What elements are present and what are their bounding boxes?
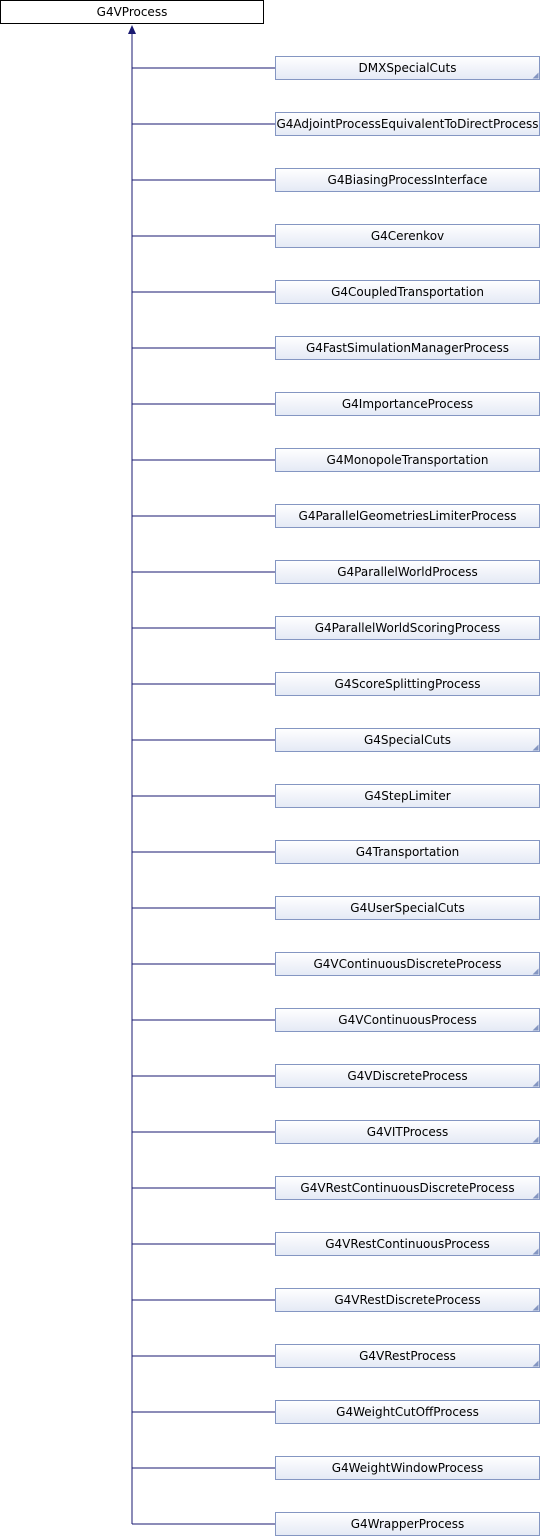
- more-subclasses-corner-icon: [532, 744, 539, 751]
- derived-class-node[interactable]: G4ParallelWorldProcess: [275, 560, 540, 584]
- derived-class-node[interactable]: G4WeightWindowProcess: [275, 1456, 540, 1480]
- derived-class-node[interactable]: G4VRestProcess: [275, 1344, 540, 1368]
- base-class-box: [0, 0, 264, 24]
- derived-class-label: G4VContinuousProcess: [338, 1013, 476, 1027]
- derived-class-label: G4VRestContinuousDiscreteProcess: [300, 1181, 514, 1195]
- more-subclasses-corner-icon: [532, 1192, 539, 1199]
- inheritance-arrowhead: [128, 25, 136, 34]
- derived-class-node[interactable]: G4VDiscreteProcess: [275, 1064, 540, 1088]
- derived-class-node[interactable]: G4VContinuousDiscreteProcess: [275, 952, 540, 976]
- derived-class-node[interactable]: G4UserSpecialCuts: [275, 896, 540, 920]
- derived-class-node[interactable]: G4StepLimiter: [275, 784, 540, 808]
- derived-class-node[interactable]: G4VRestDiscreteProcess: [275, 1288, 540, 1312]
- more-subclasses-corner-icon: [532, 1080, 539, 1087]
- derived-class-node[interactable]: DMXSpecialCuts: [275, 56, 540, 80]
- derived-class-label: G4VDiscreteProcess: [347, 1069, 467, 1083]
- derived-class-label: G4BiasingProcessInterface: [328, 173, 488, 187]
- derived-class-label: G4VRestContinuousProcess: [325, 1237, 490, 1251]
- derived-class-label: G4ImportanceProcess: [342, 397, 473, 411]
- derived-class-label: G4MonopoleTransportation: [327, 453, 489, 467]
- derived-class-label: G4VITProcess: [367, 1125, 449, 1139]
- more-subclasses-corner-icon: [532, 968, 539, 975]
- derived-class-node[interactable]: G4VContinuousProcess: [275, 1008, 540, 1032]
- derived-class-node[interactable]: G4VRestContinuousDiscreteProcess: [275, 1176, 540, 1200]
- derived-class-node[interactable]: G4WrapperProcess: [275, 1512, 540, 1536]
- more-subclasses-corner-icon: [532, 1248, 539, 1255]
- derived-class-node[interactable]: G4AdjointProcessEquivalentToDirectProces…: [275, 112, 540, 136]
- derived-class-label: G4UserSpecialCuts: [350, 901, 464, 915]
- derived-class-node[interactable]: G4VRestContinuousProcess: [275, 1232, 540, 1256]
- derived-class-node[interactable]: G4CoupledTransportation: [275, 280, 540, 304]
- base-class-label: G4VProcess: [97, 5, 168, 19]
- derived-class-label: G4WeightCutOffProcess: [336, 1405, 479, 1419]
- derived-class-node[interactable]: G4Cerenkov: [275, 224, 540, 248]
- derived-class-node[interactable]: G4MonopoleTransportation: [275, 448, 540, 472]
- derived-class-node[interactable]: G4Transportation: [275, 840, 540, 864]
- more-subclasses-corner-icon: [532, 1360, 539, 1367]
- derived-class-node[interactable]: G4VITProcess: [275, 1120, 540, 1144]
- derived-class-node[interactable]: G4FastSimulationManagerProcess: [275, 336, 540, 360]
- derived-class-label: G4StepLimiter: [364, 789, 450, 803]
- derived-class-label: G4Transportation: [356, 845, 460, 859]
- derived-class-label: G4VContinuousDiscreteProcess: [313, 957, 501, 971]
- derived-class-label: DMXSpecialCuts: [359, 61, 457, 75]
- derived-class-node[interactable]: G4ParallelGeometriesLimiterProcess: [275, 504, 540, 528]
- derived-class-label: G4ParallelWorldScoringProcess: [315, 621, 501, 635]
- derived-class-label: G4WrapperProcess: [351, 1517, 465, 1531]
- inheritance-edges: [128, 25, 276, 1525]
- derived-class-label: G4ParallelWorldProcess: [337, 565, 478, 579]
- derived-class-node[interactable]: G4ParallelWorldScoringProcess: [275, 616, 540, 640]
- derived-class-node[interactable]: G4ImportanceProcess: [275, 392, 540, 416]
- derived-class-label: G4VRestDiscreteProcess: [334, 1293, 480, 1307]
- base-class-node[interactable]: G4VProcess: [0, 0, 264, 24]
- derived-class-label: G4Cerenkov: [371, 229, 444, 243]
- derived-class-label: G4WeightWindowProcess: [332, 1461, 484, 1475]
- derived-class-nodes: DMXSpecialCutsG4AdjointProcessEquivalent…: [275, 56, 540, 1536]
- derived-class-label: G4ScoreSplittingProcess: [335, 677, 481, 691]
- derived-class-label: G4SpecialCuts: [364, 733, 451, 747]
- derived-class-node[interactable]: G4SpecialCuts: [275, 728, 540, 752]
- derived-class-label: G4AdjointProcessEquivalentToDirectProces…: [276, 117, 538, 131]
- derived-class-node[interactable]: G4ScoreSplittingProcess: [275, 672, 540, 696]
- derived-class-label: G4FastSimulationManagerProcess: [306, 341, 509, 355]
- derived-class-label: G4VRestProcess: [359, 1349, 456, 1363]
- derived-class-node[interactable]: G4BiasingProcessInterface: [275, 168, 540, 192]
- derived-class-node[interactable]: G4WeightCutOffProcess: [275, 1400, 540, 1424]
- derived-class-label: G4CoupledTransportation: [331, 285, 484, 299]
- more-subclasses-corner-icon: [532, 1136, 539, 1143]
- derived-class-label: G4ParallelGeometriesLimiterProcess: [299, 509, 517, 523]
- more-subclasses-corner-icon: [532, 72, 539, 79]
- more-subclasses-corner-icon: [532, 1024, 539, 1031]
- more-subclasses-corner-icon: [532, 1304, 539, 1311]
